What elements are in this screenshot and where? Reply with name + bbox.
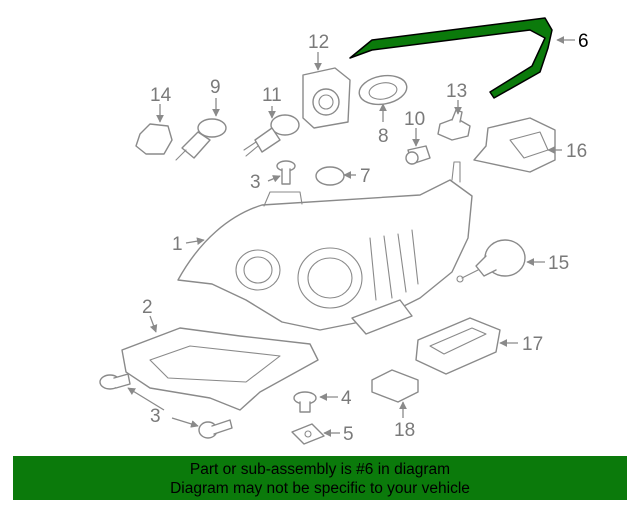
callout-6[interactable]: 6 [578, 31, 589, 52]
part-3-bolt-left[interactable] [99, 373, 131, 390]
banner-line-2: Diagram may not be specific to your vehi… [170, 480, 470, 497]
part-1-headlamp[interactable] [177, 161, 473, 335]
callout-13[interactable]: 13 [446, 81, 467, 102]
callout-labels: 6 12 14 9 11 8 10 13 16 3 7 1 15 2 17 4 … [142, 31, 589, 445]
notice-banner: Part or sub-assembly is #6 in diagram Di… [13, 456, 627, 500]
leader-lines [127, 36, 575, 437]
part-14-socket[interactable] [135, 123, 173, 155]
callout-17[interactable]: 17 [522, 334, 543, 355]
part-9-bulb[interactable] [175, 118, 227, 161]
part-8-ring[interactable] [357, 72, 409, 108]
part-15-adjuster[interactable] [456, 239, 526, 283]
callout-1[interactable]: 1 [172, 234, 183, 255]
part-11-bulb[interactable] [243, 114, 300, 157]
callout-18[interactable]: 18 [394, 420, 415, 441]
part-16-cover[interactable] [473, 117, 556, 173]
callout-14[interactable]: 14 [150, 85, 172, 106]
callout-7[interactable]: 7 [360, 166, 371, 187]
part-18-relay[interactable] [371, 369, 419, 403]
part-4-bolt[interactable] [293, 391, 317, 413]
callout-10[interactable]: 10 [404, 109, 425, 130]
part-7-oring[interactable] [315, 166, 345, 186]
part-5-clip[interactable] [291, 423, 325, 445]
callout-16[interactable]: 16 [566, 141, 587, 162]
callout-2[interactable]: 2 [142, 297, 153, 318]
callout-8[interactable]: 8 [378, 126, 389, 147]
banner-line-1: Part or sub-assembly is #6 in diagram [189, 461, 451, 478]
callout-11[interactable]: 11 [262, 85, 282, 106]
callout-5[interactable]: 5 [343, 424, 354, 445]
callout-4[interactable]: 4 [341, 388, 352, 409]
part-6-seal-highlighted[interactable] [349, 17, 553, 99]
part-13-socket[interactable] [437, 109, 471, 141]
part-17-module[interactable] [415, 317, 501, 375]
part-10-bulb[interactable] [405, 145, 431, 165]
callout-3-lower[interactable]: 3 [150, 406, 161, 427]
part-12-control-unit[interactable] [302, 67, 351, 129]
part-3-bolt-middle[interactable] [198, 419, 233, 439]
callout-12[interactable]: 12 [308, 32, 329, 53]
callout-15[interactable]: 15 [548, 253, 569, 274]
part-2-bracket[interactable] [121, 327, 319, 411]
part-3-screw-upper[interactable] [276, 160, 296, 185]
callout-9[interactable]: 9 [210, 77, 221, 98]
callout-3-upper[interactable]: 3 [250, 172, 261, 193]
